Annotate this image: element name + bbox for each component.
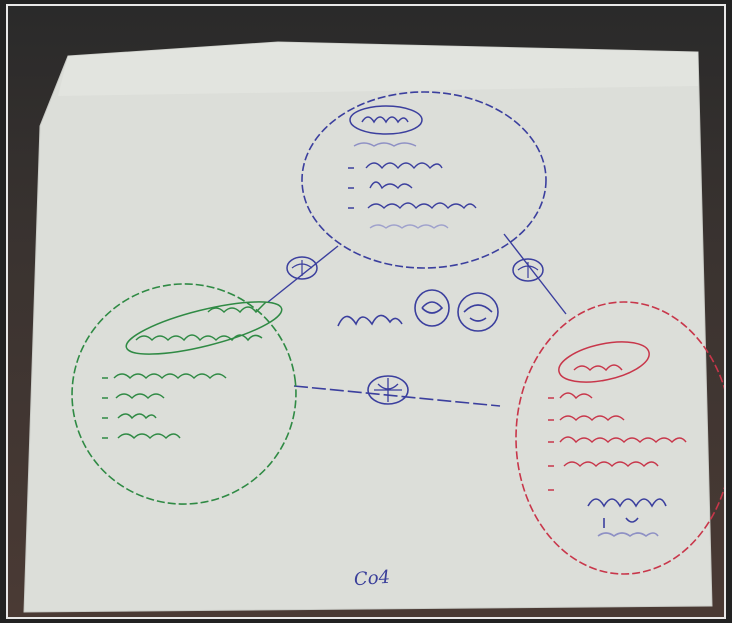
right-cluster-red xyxy=(515,301,724,575)
connector-left-right xyxy=(293,385,501,407)
connector-symbol-right xyxy=(512,258,544,282)
connector-top-right xyxy=(503,233,567,315)
photo-border: Co4 xyxy=(6,4,726,619)
center-script-group xyxy=(337,289,499,332)
left-cluster-green xyxy=(71,283,297,505)
top-cluster-blue xyxy=(301,91,547,269)
connector-symbol-left xyxy=(286,256,318,280)
flipchart-photo xyxy=(23,41,724,613)
connector-top-left xyxy=(267,245,339,303)
bottom-caption: Co4 xyxy=(353,566,391,591)
flipchart-paper xyxy=(23,41,713,613)
connector-symbol-bottom xyxy=(367,375,409,405)
